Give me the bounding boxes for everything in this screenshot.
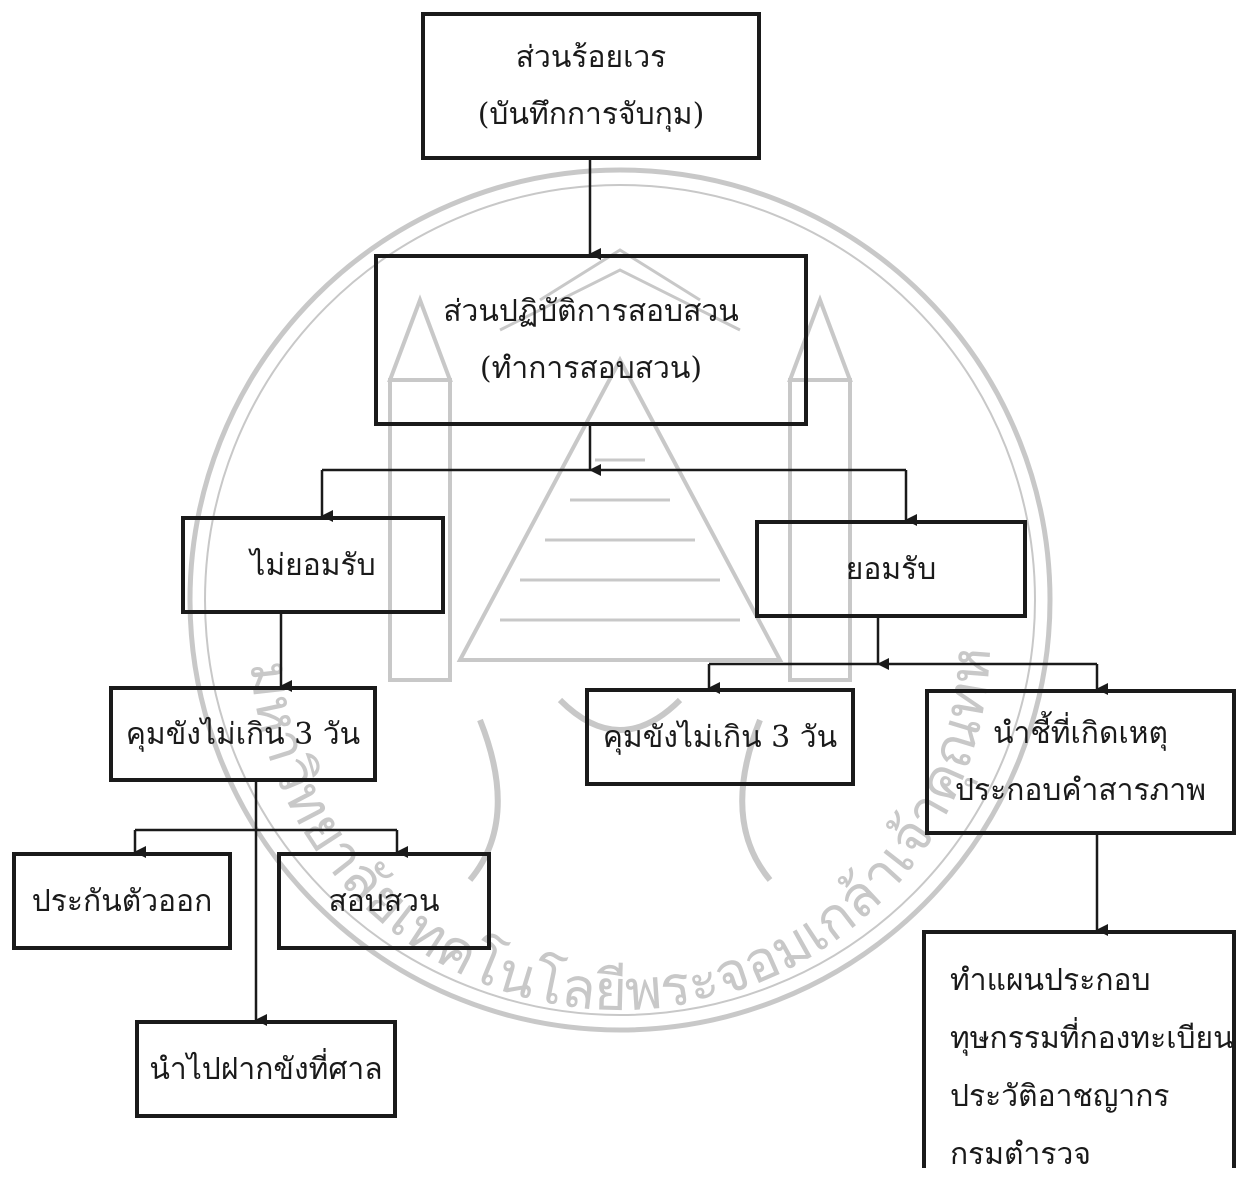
node-label: ประกันตัวออก bbox=[31, 883, 213, 919]
node-patrol-section: ส่วนร้อยเวร (บันทึกการจับกุม) bbox=[421, 12, 761, 160]
node-detain-left: คุมขังไม่เกิน 3 วัน bbox=[109, 686, 377, 782]
node-label: ประวัติอาชญากร bbox=[950, 1079, 1170, 1114]
node-interrogate: สอบสวน bbox=[277, 852, 491, 950]
node-accept: ยอมรับ bbox=[755, 520, 1027, 618]
node-label: (ทำการสอบสวน) bbox=[479, 351, 703, 386]
node-bail: ประกันตัวออก bbox=[12, 852, 232, 950]
node-criminal-records: ทำแผนประกอบ ทุษกรรมที่กองทะเบียน ประวัติ… bbox=[922, 930, 1236, 1172]
node-detain-right: คุมขังไม่เกิน 3 วัน bbox=[585, 688, 855, 786]
node-label: ทำแผนประกอบ bbox=[950, 963, 1151, 998]
node-label: (บันทึกการจับกุม) bbox=[477, 97, 705, 132]
node-label: คุมขังไม่เกิน 3 วัน bbox=[125, 716, 361, 752]
node-investigation-section: ส่วนปฏิบัติการสอบสวน (ทำการสอบสวน) bbox=[374, 254, 808, 426]
node-label: สอบสวน bbox=[328, 883, 440, 919]
node-label: ประกอบคำสารภาพ bbox=[954, 773, 1207, 808]
node-label: ส่วนร้อยเวร bbox=[515, 40, 667, 75]
node-deny: ไม่ยอมรับ bbox=[181, 516, 445, 614]
node-label: กรมตำรวจ bbox=[950, 1137, 1091, 1172]
node-crime-scene: นำชี้ที่เกิดเหตุ ประกอบคำสารภาพ bbox=[925, 689, 1236, 835]
node-court-detention: นำไปฝากขังที่ศาล bbox=[135, 1020, 397, 1118]
node-label: ยอมรับ bbox=[845, 551, 937, 587]
node-label: ส่วนปฏิบัติการสอบสวน bbox=[443, 294, 739, 329]
node-label: นำไปฝากขังที่ศาล bbox=[149, 1051, 383, 1087]
node-label: ไม่ยอมรับ bbox=[250, 547, 376, 583]
node-label: คุมขังไม่เกิน 3 วัน bbox=[602, 719, 838, 755]
node-label: นำชี้ที่เกิดเหตุ bbox=[993, 716, 1168, 751]
node-label: ทุษกรรมที่กองทะเบียน bbox=[950, 1021, 1234, 1056]
